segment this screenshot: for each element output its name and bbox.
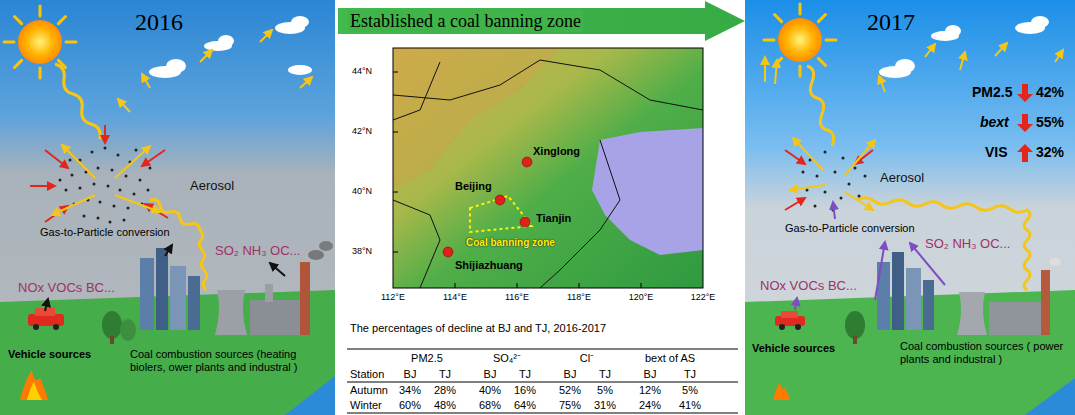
axis-label: 114°E (437, 292, 473, 303)
table-cell: PM2.5 (388, 352, 466, 365)
axis-label: 122°E (685, 292, 721, 303)
table-cell: TJ (588, 368, 622, 381)
transition-arrow (338, 1, 745, 41)
region-map (393, 48, 703, 288)
axis-label: 118°E (561, 292, 597, 303)
table-cell: TJ (673, 368, 707, 381)
axis-label: 116°E (499, 292, 535, 303)
table-cell: BJ (633, 368, 667, 381)
change-stat: 55% (1036, 114, 1064, 130)
source-label: Coal combustion sources (heating biolers… (130, 348, 330, 374)
table-cell: Cl⁻ (548, 352, 626, 365)
year-heading: 2017 (867, 8, 915, 36)
table-cell: 64% (508, 399, 542, 412)
process-label: Gas-to-Particle conversion (40, 226, 170, 239)
species-label: NOx VOCs BC... (18, 280, 115, 295)
source-label: Vehicle sources (8, 348, 91, 361)
change-arrows (1017, 84, 1033, 162)
table-cell: SO₄²⁻ (468, 352, 546, 365)
table-cell: 24% (633, 399, 667, 412)
table-cell: 75% (553, 399, 587, 412)
station-label: Xinglong (533, 145, 580, 158)
axis-label: 42°N (352, 126, 372, 137)
change-stat: 42% (1036, 84, 1064, 100)
aerosol-label: Aerosol (190, 178, 234, 193)
table-cell: TJ (508, 368, 542, 381)
table-cell: 28% (428, 384, 462, 397)
table-cell: 52% (553, 384, 587, 397)
table-cell: 12% (633, 384, 667, 397)
table-cell: Autumn (350, 384, 388, 397)
table-cell: 48% (428, 399, 462, 412)
table-cell: BJ (473, 368, 507, 381)
species-label: SO₂ NH₃ OC... (925, 236, 1010, 251)
table-cell: bext of AS (631, 352, 709, 365)
table-cell: Station (350, 368, 384, 381)
table-cell: Winter (350, 399, 382, 412)
station-label: Shijiazhuang (455, 259, 523, 272)
table-cell: TJ (428, 368, 462, 381)
axis-label: 44°N (352, 66, 372, 77)
table-cell: 40% (473, 384, 507, 397)
table-cell: 31% (588, 399, 622, 412)
table-rules (347, 349, 738, 413)
table-cell: 16% (508, 384, 542, 397)
table-cell: 5% (673, 384, 707, 397)
station-label: Tianjin (536, 212, 571, 225)
species-label: NOx VOCs BC... (760, 278, 857, 293)
aerosol-label: Aerosol (880, 170, 924, 185)
table-cell: 41% (673, 399, 707, 412)
axis-label: 120°E (623, 292, 659, 303)
scene-2016 (0, 0, 335, 415)
process-label: Gas-to-Particle conversion (785, 222, 915, 235)
table-cell: 34% (393, 384, 427, 397)
change-stat: PM2.5 (972, 84, 1012, 100)
arrow-label: Established a coal banning zone (348, 10, 583, 32)
station-label: Beijing (455, 180, 492, 193)
table-cell: 60% (393, 399, 427, 412)
change-stat: VIS (985, 144, 1008, 160)
table-title: The percentages of decline at BJ and TJ,… (350, 322, 735, 335)
source-label: Vehicle sources (752, 342, 835, 355)
table-cell: 5% (588, 384, 622, 397)
change-stat: 32% (1036, 144, 1064, 160)
zone-label: Coal banning zone (466, 237, 555, 249)
table-cell: BJ (393, 368, 427, 381)
axis-label: 40°N (352, 186, 372, 197)
scene-2017 (745, 0, 1075, 415)
axis-label: 112°E (375, 292, 411, 303)
source-label: Coal combustion sources ( power plants a… (900, 340, 1068, 366)
year-heading: 2016 (135, 8, 183, 36)
change-stat: bext (980, 114, 1009, 130)
table-cell: 68% (473, 399, 507, 412)
species-label: SO₂ NH₃ OC... (215, 243, 300, 258)
table-cell: BJ (553, 368, 587, 381)
axis-label: 38°N (352, 246, 372, 257)
